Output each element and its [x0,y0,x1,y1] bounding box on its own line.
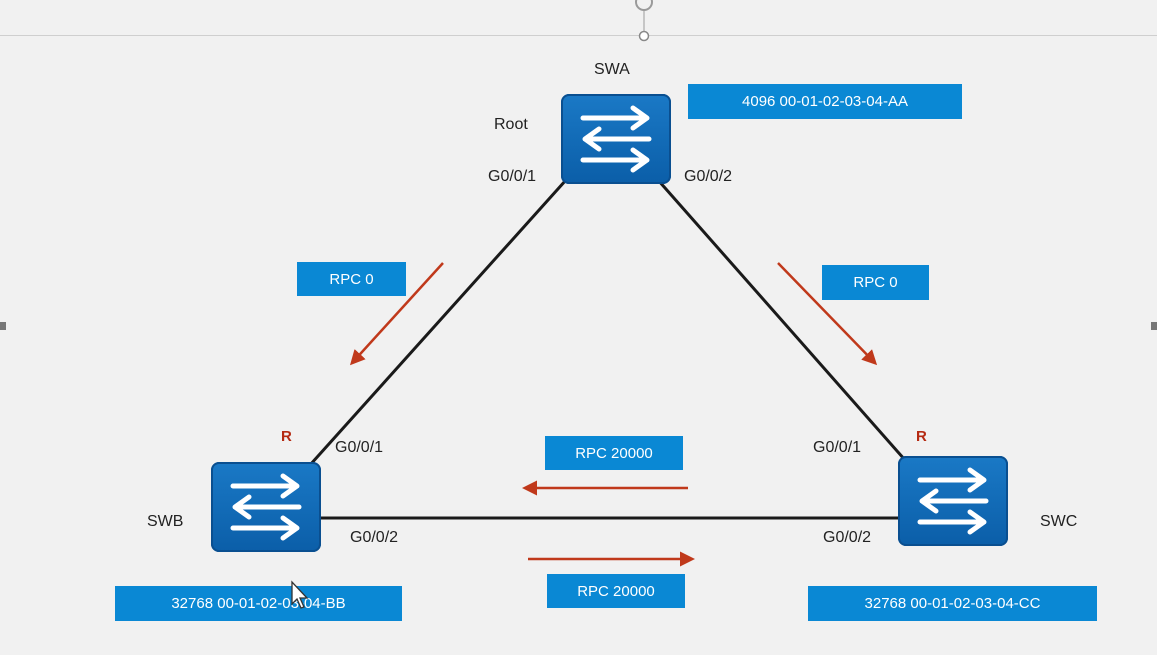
swa-root-label: Root [494,116,528,133]
swc-root-port-mark: R [916,428,927,445]
swb-name: SWB [147,513,184,530]
rotate-handle-icon[interactable] [630,0,660,45]
rpc-label-swa-swb: RPC 0 [297,262,406,296]
arrow-rpc-swa-to-swc [777,262,878,366]
rpc-label-swb-swc: RPC 20000 [547,574,685,608]
swc-port-g002: G0/0/2 [823,529,872,546]
link-swa-swb [308,178,568,467]
swb-bridge-id: 32768 00-01-02-03-04-BB [115,586,402,621]
switch-swc-icon[interactable] [898,456,1008,546]
swa-bridge-id: 4096 00-01-02-03-04-AA [688,84,962,119]
switch-swa-icon[interactable] [561,94,671,184]
swc-bridge-id: 32768 00-01-02-03-04-CC [808,586,1097,621]
swb-port-g001: G0/0/1 [335,439,384,456]
rpc-label-swc-swb: RPC 20000 [545,436,683,470]
swa-name: SWA [594,61,630,78]
swb-root-port-mark: R [281,428,292,445]
mouse-cursor-icon [291,580,309,609]
arrow-rpc-swa-to-swb [349,262,444,366]
swc-port-g001: G0/0/1 [813,439,862,456]
swc-name: SWC [1040,513,1078,530]
switch-swb-icon[interactable] [211,462,321,552]
swa-port-g002: G0/0/2 [684,168,733,185]
slide-frame-line [0,35,1157,36]
rpc-label-swa-swc: RPC 0 [822,265,929,300]
swb-port-g002: G0/0/2 [350,529,399,546]
link-swa-swc [656,179,907,461]
slide-resize-handle-right[interactable] [1151,322,1157,330]
swa-port-g001: G0/0/1 [488,168,537,185]
slide-resize-handle-left[interactable] [0,322,6,330]
